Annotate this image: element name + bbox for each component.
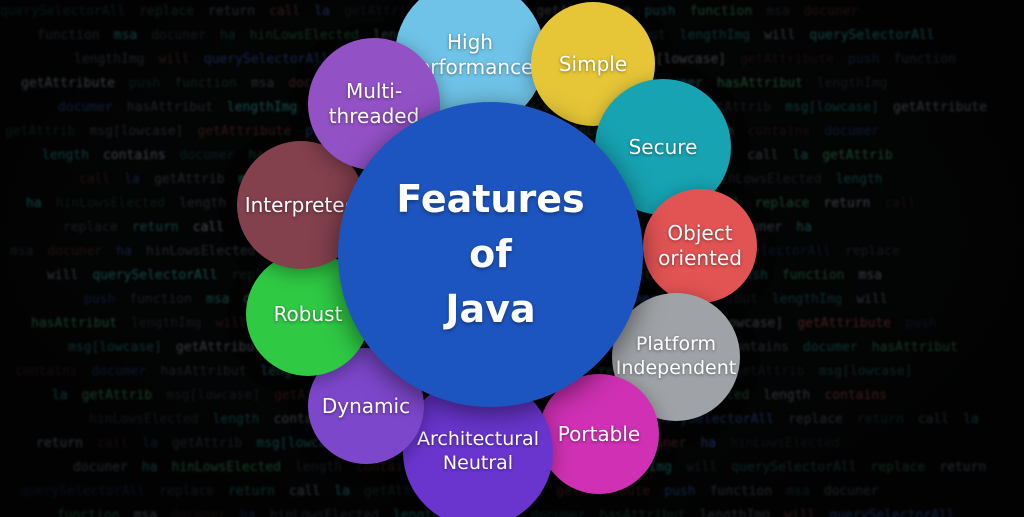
feature-label-secure: Secure — [628, 134, 698, 159]
feature-bubble-object-oriented: Object oriented — [643, 189, 757, 303]
feature-label-dynamic: Dynamic — [321, 393, 411, 418]
feature-label-architectural-neutral: Architectural Neutral — [417, 428, 539, 474]
center-circle: Features of Java — [338, 102, 643, 407]
feature-label-robust: Robust — [273, 301, 343, 326]
feature-bubble-portable: Portable — [539, 374, 659, 494]
feature-label-simple: Simple — [558, 51, 628, 76]
feature-label-portable: Portable — [557, 421, 641, 446]
feature-label-multi-threaded: Multi- threaded — [328, 79, 420, 128]
diagram-title: Features of Java — [396, 176, 585, 332]
feature-label-object-oriented: Object oriented — [658, 221, 742, 270]
feature-label-interpreted: Interpreted — [244, 192, 358, 217]
feature-label-platform-independent: Platform Independent — [615, 333, 737, 379]
